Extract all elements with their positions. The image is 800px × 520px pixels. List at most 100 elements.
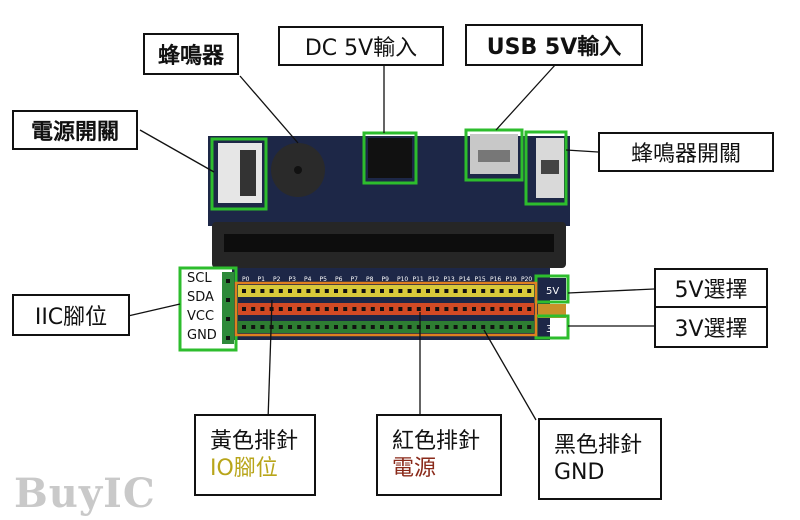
leader-iic	[127, 303, 181, 317]
header-pin	[361, 289, 366, 293]
label-3v-select: 3V選擇	[654, 306, 768, 348]
header-pin	[444, 307, 449, 311]
header-pin	[508, 325, 513, 329]
buzzer-hole	[294, 166, 302, 174]
header-pin	[435, 325, 440, 329]
header-pin	[242, 325, 246, 329]
hl-buzzer-switch	[524, 130, 568, 206]
pin-name: P20	[521, 276, 532, 283]
leader-power-switch	[139, 129, 215, 173]
pin-name: P2	[273, 276, 281, 283]
header-pin	[315, 289, 320, 293]
header-pin	[278, 325, 283, 329]
header-pin	[472, 289, 476, 293]
pin-name: P16	[490, 276, 501, 283]
header-pin	[343, 307, 348, 311]
label-buzzer: 蜂鳴器	[143, 33, 239, 75]
iic-header	[222, 272, 234, 344]
header-pin	[306, 289, 311, 293]
header-pin	[444, 325, 449, 329]
pin-name: P5	[320, 276, 328, 283]
header-pin	[453, 307, 458, 311]
iic-header-pin	[226, 336, 230, 340]
header-pin	[343, 325, 348, 329]
power-switch-knob	[240, 150, 256, 196]
header-pin	[370, 289, 375, 293]
silk-3v: 3V	[546, 324, 559, 335]
label-5v-select: 5V選擇	[654, 268, 768, 308]
usb-port-opening	[478, 150, 510, 162]
label-power-switch: 電源開關	[12, 110, 138, 150]
iic-header-pin	[226, 298, 230, 302]
header-pin	[527, 289, 532, 293]
header-pin	[499, 307, 504, 311]
pin-name: P13	[444, 276, 455, 283]
header-pin	[278, 289, 283, 293]
header-pin	[490, 289, 495, 293]
iic-pin-scl: SCL	[187, 271, 212, 286]
header-pin	[499, 289, 504, 293]
red-header-row	[238, 303, 534, 315]
header-pin	[407, 289, 412, 293]
header-pin	[426, 289, 430, 293]
header-pin	[242, 289, 246, 293]
header-pin	[508, 307, 513, 311]
leader-5v	[567, 288, 655, 294]
header-pin	[324, 307, 329, 311]
header-pin	[499, 325, 504, 329]
label-black-header: 黑色排針 GND	[538, 418, 662, 500]
dc-jack-body	[368, 138, 412, 178]
pin-name: P15	[475, 276, 486, 283]
header-pin	[453, 289, 458, 293]
pin-name: P6	[335, 276, 343, 283]
pin-name: P9	[382, 276, 390, 283]
header-pin	[490, 307, 495, 311]
header-pin	[398, 325, 403, 329]
watermark: BuyIC	[14, 470, 156, 517]
header-pin	[462, 289, 467, 293]
label-usb-input: USB 5V輸入	[465, 24, 643, 66]
header-pin	[352, 289, 357, 293]
header-pin	[297, 307, 302, 311]
header-pin	[481, 307, 486, 311]
header-pin	[297, 289, 302, 293]
header-pin	[527, 307, 532, 311]
header-pins	[242, 289, 532, 329]
pin-name: P1	[258, 276, 266, 283]
header-pin	[481, 289, 486, 293]
header-pin	[407, 307, 412, 311]
iic-pin-sda: SDA	[187, 290, 214, 305]
header-pin	[527, 325, 532, 329]
header-pin	[242, 307, 246, 311]
header-pin	[398, 307, 403, 311]
header-pin	[315, 307, 320, 311]
label-dc-input: DC 5V輸入	[278, 26, 444, 66]
pin-name: P7	[351, 276, 359, 283]
header-pin	[416, 307, 421, 311]
label-red-header: 紅色排針 電源	[376, 414, 502, 496]
green-header-row	[238, 321, 534, 333]
label-yellow-header: 黃色排針 IO腳位	[194, 414, 316, 496]
header-pin	[518, 325, 522, 329]
yellow-header-desc: IO腳位	[210, 456, 278, 481]
header-pin	[518, 289, 522, 293]
buzzer-switch-knob	[541, 160, 559, 174]
header-pin	[251, 325, 256, 329]
header-pin	[389, 325, 394, 329]
header-pin	[288, 325, 292, 329]
leader-buzzer	[239, 75, 299, 144]
leader-yellow	[267, 299, 273, 421]
header-pin	[334, 325, 338, 329]
header-pin	[306, 325, 311, 329]
label-iic-pins: IIC腳位	[12, 294, 130, 336]
header-pin	[269, 289, 274, 293]
header-pin	[288, 307, 292, 311]
header-pin	[380, 307, 384, 311]
header-pin	[416, 289, 421, 293]
header-pin	[260, 307, 265, 311]
hl-header-area	[234, 281, 538, 337]
pin-name: P12	[428, 276, 439, 283]
header-pin	[306, 307, 311, 311]
iic-header-pin	[226, 317, 230, 321]
